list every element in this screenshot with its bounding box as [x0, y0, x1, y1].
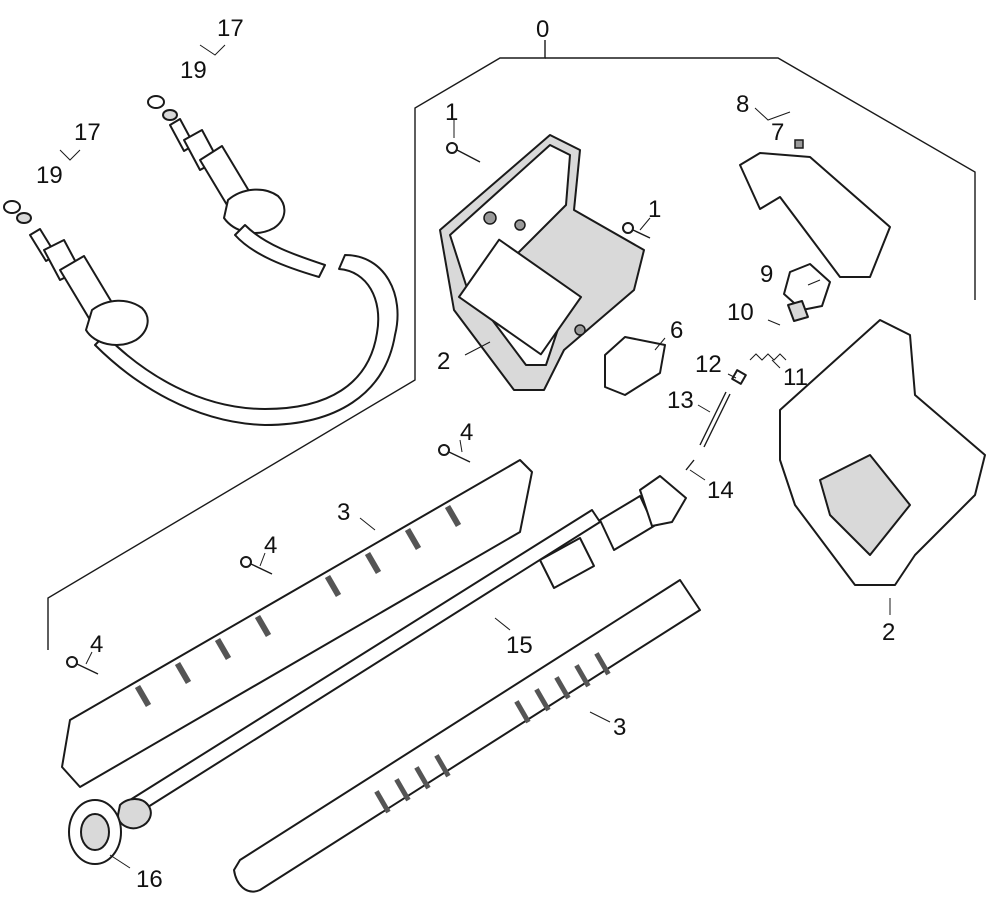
assembly-bracket-0: [47, 40, 976, 650]
callout-4a: 4: [460, 419, 473, 446]
callout-13: 13: [667, 387, 694, 414]
end-cap-16: [68, 799, 122, 865]
valve-parts: [685, 263, 831, 471]
callout-19a: 19: [180, 57, 207, 84]
rail-slots: [134, 504, 462, 708]
callout-3b: 3: [613, 714, 626, 741]
callout-12: 12: [695, 351, 722, 378]
callout-7: 7: [771, 119, 784, 146]
callout-1b: 1: [648, 196, 661, 223]
callout-14: 14: [707, 477, 734, 504]
screw-4b: [240, 556, 273, 575]
callout-labels: 0 1 1 2 2 3 3 4 4 4 6 7 8 9 10 11 12 13 …: [36, 15, 895, 893]
callout-15: 15: [506, 632, 533, 659]
callout-9: 9: [760, 261, 773, 288]
callout-4b: 4: [264, 532, 277, 559]
callout-8: 8: [736, 91, 749, 118]
gun-housing-half-left: [439, 134, 645, 391]
callout-0: 0: [536, 16, 549, 43]
callout-17b: 17: [74, 119, 101, 146]
callout-1a: 1: [445, 99, 458, 126]
screw-1b: [622, 222, 651, 239]
callout-11: 11: [783, 364, 808, 391]
lance-rail-left: [61, 459, 533, 788]
callout-2a: 2: [437, 348, 450, 375]
lance-cover-right: [233, 579, 701, 893]
screw-1a: [446, 142, 481, 163]
screw-4c: [66, 656, 99, 675]
screw-4a: [438, 444, 471, 463]
trigger-part: [739, 139, 891, 278]
callout-16: 16: [136, 866, 163, 893]
leader-lines: [59, 44, 891, 869]
callout-3a: 3: [337, 499, 350, 526]
lance-tube: [117, 475, 687, 830]
cover-slots: [374, 652, 611, 814]
hose-assembly: [3, 95, 399, 426]
callout-19b: 19: [36, 162, 63, 189]
callout-10: 10: [727, 299, 754, 326]
gun-housing-half-right: [779, 319, 986, 586]
callout-17a: 17: [217, 15, 244, 42]
callout-6: 6: [670, 317, 683, 344]
latch-block-6: [604, 336, 666, 396]
callout-2b: 2: [882, 619, 895, 646]
callout-4c: 4: [90, 631, 103, 658]
